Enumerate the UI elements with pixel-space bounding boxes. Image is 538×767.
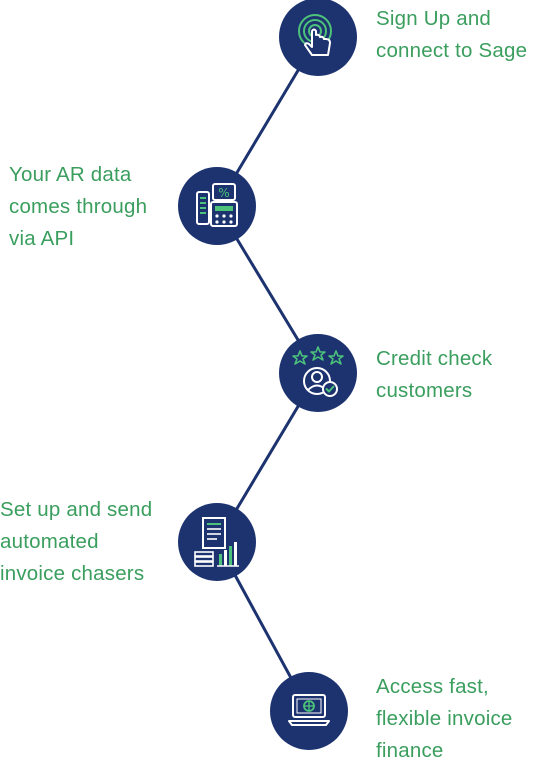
step-2-label: Your AR data comes through via API (9, 163, 148, 250)
step-4-label: Set up and send automated invoice chaser… (0, 498, 153, 585)
laptop-finance-icon (288, 694, 330, 726)
step-3-label: Credit check customers (376, 347, 493, 402)
customer-rating-icon (292, 346, 344, 397)
step-5-circle (270, 672, 348, 750)
invoice-chart-icon (194, 517, 239, 567)
step-1-label: Sign Up and connect to Sage (376, 7, 528, 62)
step-2-circle: % (178, 167, 256, 245)
touch-icon (298, 14, 332, 56)
calculator-icon: % (196, 183, 238, 227)
step-3-circle (279, 334, 357, 412)
step-1-circle (279, 0, 357, 76)
step-5-label: Access fast, flexible invoice finance (376, 675, 513, 762)
svg-text:%: % (218, 186, 229, 200)
step-4-circle (178, 503, 256, 581)
